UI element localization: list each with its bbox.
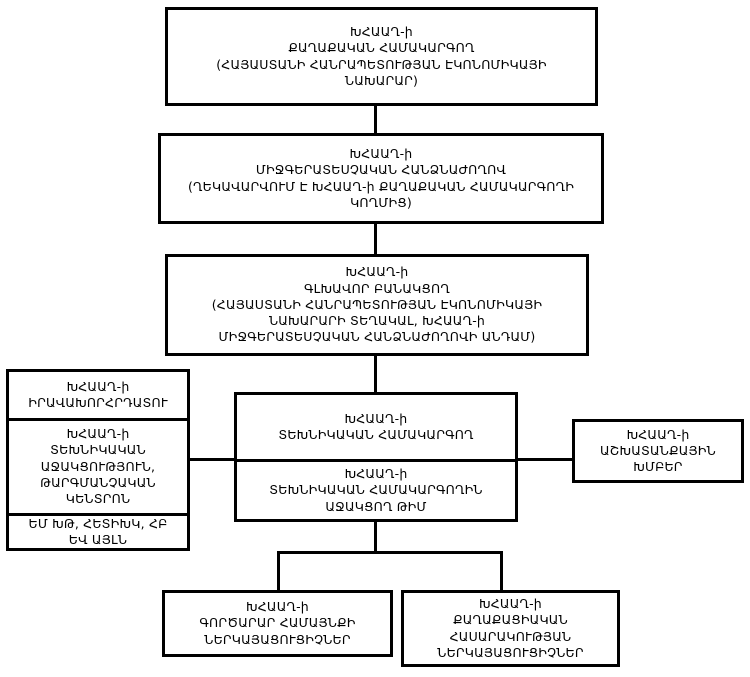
node-working-groups-label: ԽՀԱԱՂ-ի ԱՇԽԱՏԱՆՔԱՅԻՆ ԽՄԲԵՐ: [600, 426, 716, 475]
connector-technical-to-working-groups: [516, 458, 574, 461]
left-support-stack: ԽՀԱԱՂ-ի ԻՐԱՎԱԽՈՐՀՐԴԱՏՈՒ ԽՀԱԱՂ-ի ՏԵԽՆԻԿԱԿ…: [6, 369, 190, 551]
node-civil-society-label: ԽՀԱԱՂ-ի ՔԱՂԱՔԱՑԻԱԿԱՆ ՀԱՍԱՐԱԿՈՒԹՅԱՆ ՆԵՐԿԱ…: [437, 596, 584, 660]
node-technical-support-center-label: ԽՀԱԱՂ-ի ՏԵԽՆԻԿԱԿԱՆ ԱՋԱԿՑՈՒԹՅՈՒՆ, ԹԱՐԳՄԱՆ…: [40, 426, 156, 507]
node-political-coordinator[interactable]: ԽՀԱԱՂ-ի ՔԱՂԱՔԱԿԱՆ ՀԱՄԱԿԱՐԳՈՂ (ՀԱՅԱՍՏԱՆԻ …: [165, 7, 598, 106]
node-donors[interactable]: ԵՄ ԽԹ, ՀԵՏԻԽԿ, ՀԲ ԵՎ ԱՅԼՆ: [9, 512, 187, 548]
connector-technical-to-bottom-bus: [374, 521, 377, 553]
node-technical-coordinator-label: ԽՀԱԱՂ-ի ՏԵԽՆԻԿԱԿԱՆ ՀԱՄԱԿԱՐԳՈՂ: [278, 410, 474, 442]
node-business-community[interactable]: ԽՀԱԱՂ-ի ԳՈՐԾԱՐԱՐ ՀԱՄԱՅՆՔԻ ՆԵՐԿԱՅԱՑՈՒՑԻՉՆ…: [162, 590, 393, 657]
node-support-team-label: ԽՀԱԱՂ-ի ՏԵԽՆԻԿԱԿԱՆ ՀԱՄԱԿԱՐԳՈՂԻՆ ԱՋԱԿՑՈՂ …: [269, 466, 483, 514]
connector-bus-to-business-community: [277, 551, 280, 591]
connector-bottom-bus: [277, 551, 503, 554]
node-interagency-commission[interactable]: ԽՀԱԱՂ-ի ՄԻՋԳԵՐԱՏԵՍՉԱԿԱՆ ՀԱՆՁՆԱԺՈՂՈՎ (ՂԵԿ…: [158, 133, 604, 224]
connector-political-to-commission: [374, 104, 377, 135]
node-support-team[interactable]: ԽՀԱԱՂ-ի ՏԵԽՆԻԿԱԿԱՆ ՀԱՄԱԿԱՐԳՈՂԻՆ ԱՋԱԿՑՈՂ …: [237, 459, 515, 519]
connector-commission-to-negotiator: [374, 222, 377, 255]
node-chief-negotiator-label: ԽՀԱԱՂ-ի ԳԼԽԱՎՈՐ ԲԱՆԱԿՑՈՂ (ՀԱՅԱՍՏԱՆԻ ՀԱՆՐ…: [211, 264, 543, 345]
node-business-community-label: ԽՀԱԱՂ-ի ԳՈՐԾԱՐԱՐ ՀԱՄԱՅՆՔԻ ՆԵՐԿԱՅԱՑՈՒՑԻՉՆ…: [199, 599, 356, 647]
node-legal-advisor[interactable]: ԽՀԱԱՂ-ի ԻՐԱՎԱԽՈՐՀՐԴԱՏՈՒ: [9, 372, 187, 418]
connector-left-stack-to-technical: [188, 458, 236, 461]
node-interagency-commission-label: ԽՀԱԱՂ-ի ՄԻՋԳԵՐԱՏԵՍՉԱԿԱՆ ՀԱՆՁՆԱԺՈՂՈՎ (ՂԵԿ…: [187, 146, 575, 210]
node-technical-coordinator[interactable]: ԽՀԱԱՂ-ի ՏԵԽՆԻԿԱԿԱՆ ՀԱՄԱԿԱՐԳՈՂ: [237, 395, 515, 459]
node-political-coordinator-label: ԽՀԱԱՂ-ի ՔԱՂԱՔԱԿԱՆ ՀԱՄԱԿԱՐԳՈՂ (ՀԱՅԱՍՏԱՆԻ …: [216, 24, 547, 88]
node-chief-negotiator[interactable]: ԽՀԱԱՂ-ի ԳԼԽԱՎՈՐ ԲԱՆԱԿՑՈՂ (ՀԱՅԱՍՏԱՆԻ ՀԱՆՐ…: [165, 254, 589, 356]
connector-negotiator-to-technical: [374, 355, 377, 392]
connector-bus-to-civil-society: [500, 551, 503, 591]
node-civil-society[interactable]: ԽՀԱԱՂ-ի ՔԱՂԱՔԱՑԻԱԿԱՆ ՀԱՍԱՐԱԿՈՒԹՅԱՆ ՆԵՐԿԱ…: [401, 590, 620, 667]
node-donors-label: ԵՄ ԽԹ, ՀԵՏԻԽԿ, ՀԲ ԵՎ ԱՅԼՆ: [28, 515, 168, 547]
node-legal-advisor-label: ԽՀԱԱՂ-ի ԻՐԱՎԱԽՈՐՀՐԴԱՏՈՒ: [28, 378, 168, 410]
node-working-groups[interactable]: ԽՀԱԱՂ-ի ԱՇԽԱՏԱՆՔԱՅԻՆ ԽՄԲԵՐ: [572, 419, 744, 483]
technical-coordination-group: ԽՀԱԱՂ-ի ՏԵԽՆԻԿԱԿԱՆ ՀԱՄԱԿԱՐԳՈՂ ԽՀԱԱՂ-ի ՏԵ…: [234, 392, 518, 522]
node-technical-support-center[interactable]: ԽՀԱԱՂ-ի ՏԵԽՆԻԿԱԿԱՆ ԱՋԱԿՑՈՒԹՅՈՒՆ, ԹԱՐԳՄԱՆ…: [9, 417, 187, 513]
